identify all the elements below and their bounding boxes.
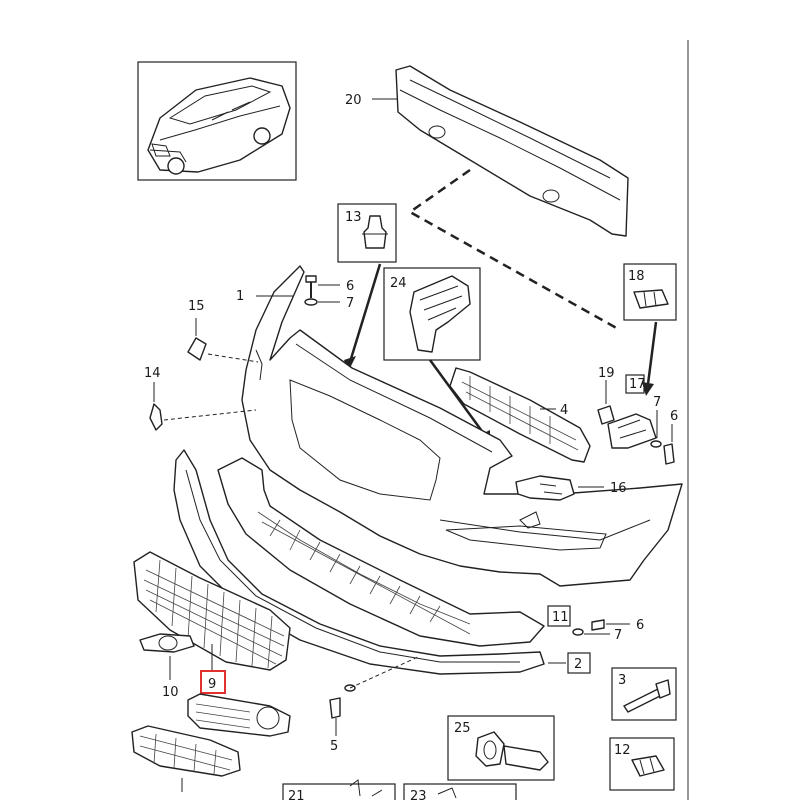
callout-6-lower: 6: [636, 618, 644, 633]
callout-5: 5: [330, 739, 338, 754]
highlight-box-9: [200, 670, 226, 694]
callout-13: 13: [345, 210, 362, 225]
part-15-cover-cap: 15: [187, 299, 259, 363]
callout-7-right: 7: [653, 395, 661, 410]
callout-7-lower: 7: [614, 628, 622, 643]
part-11-lower-carrier: 11: [217, 457, 571, 647]
callout-11: 11: [552, 610, 569, 625]
part-25-fog-bracket: 25: [447, 715, 555, 781]
part-21-box: 21: [282, 779, 396, 800]
callout-7-top: 7: [346, 296, 354, 311]
callout-19: 19: [598, 366, 615, 381]
car-overview-inset: [137, 61, 297, 181]
callout-1: 1: [236, 289, 244, 304]
callout-25: 25: [454, 721, 471, 736]
callout-14: 14: [144, 366, 161, 381]
part-16-mount: 16: [515, 475, 627, 501]
part-14-hook: 14: [144, 366, 257, 431]
callout-16: 16: [610, 481, 627, 496]
callout-17: 17: [629, 377, 646, 392]
part-10-emblem: 10: [139, 633, 195, 700]
part-1-bumper-cover: 1: [236, 265, 683, 587]
fog-surround-left: [187, 693, 291, 737]
part-9-main-grille: 9: [133, 551, 291, 694]
callout-9: 9: [208, 677, 216, 692]
callout-2: 2: [574, 657, 582, 672]
part-23-box: 23: [403, 783, 517, 800]
part-18-clip-nut: 18: [623, 263, 677, 396]
callout-10: 10: [162, 685, 179, 700]
dashed-guide: [407, 168, 621, 332]
part-3-rivet: 3: [611, 667, 677, 721]
callout-23: 23: [410, 789, 427, 800]
part-20-impact-bar: 20: [345, 65, 629, 237]
callout-3: 3: [618, 673, 626, 688]
callout-21: 21: [288, 789, 305, 800]
part-6-7-screw-right: 7 6: [650, 395, 678, 465]
part-12-clip: 12: [609, 737, 675, 791]
callout-15: 15: [188, 299, 205, 314]
part-17-side-bracket: 17 19: [597, 366, 657, 449]
callout-12: 12: [614, 743, 631, 758]
callout-20: 20: [345, 93, 362, 108]
part-13-clip: 13: [337, 203, 397, 372]
callout-6-top: 6: [346, 279, 354, 294]
part-5-screw: 5: [329, 655, 421, 754]
callout-24: 24: [390, 276, 407, 291]
callout-18: 18: [628, 269, 645, 284]
part-6-7-screw-lower: 6 7: [572, 618, 644, 643]
part-24-bracket: 24: [383, 267, 490, 446]
part-4-upper-grille: 4: [449, 367, 591, 463]
callout-6-right: 6: [670, 409, 678, 424]
lower-grille-left: [131, 725, 241, 792]
callout-4: 4: [560, 403, 568, 418]
part-6-7-screw-top: 6 7: [304, 275, 354, 311]
